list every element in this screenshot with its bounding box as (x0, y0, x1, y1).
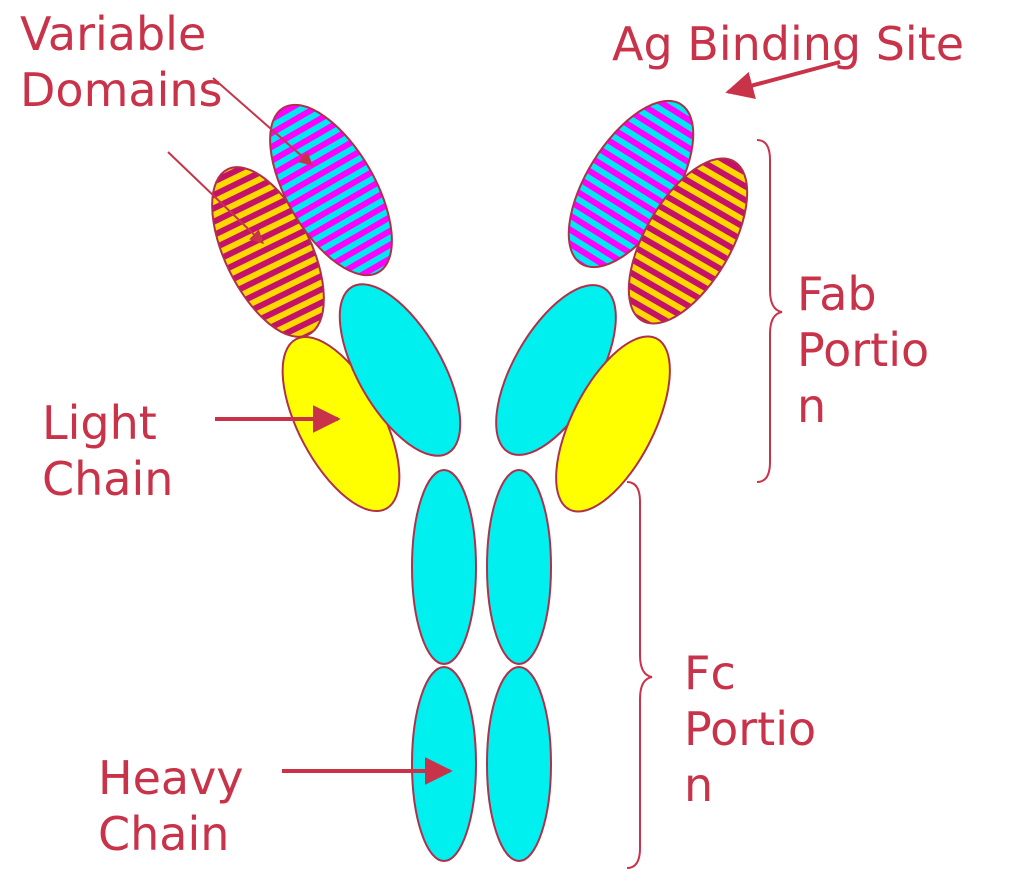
ag-binding-site-label: Ag Binding Site (612, 16, 964, 72)
fc-portion-label-line3: n (684, 757, 816, 813)
variable-domains-label: Variable Domains (20, 6, 222, 118)
light-chain-label-line1: Light (42, 395, 173, 451)
fab-portion-label-line2: Portio (797, 322, 929, 378)
heavy-chain-label-line1: Heavy (98, 750, 244, 806)
variable-domains-label-line2: Domains (20, 62, 222, 118)
variable-domains-label-line1: Variable (20, 6, 222, 62)
fc-portion-label-line1: Fc (684, 645, 816, 701)
fab-portion-label: Fab Portio n (797, 266, 929, 434)
fab-portion-label-line1: Fab (797, 266, 929, 322)
heavy-chain-ch3-right (487, 667, 551, 861)
heavy-chain-label-line2: Chain (98, 806, 244, 862)
fab-portion-label-line3: n (797, 378, 929, 434)
fc-portion-label: Fc Portio n (684, 645, 816, 813)
light-chain-label: Light Chain (42, 395, 173, 507)
light-chain-label-line2: Chain (42, 451, 173, 507)
heavy-chain-ch2-left (412, 470, 476, 664)
fc-portion-label-line2: Portio (684, 701, 816, 757)
heavy-chain-label: Heavy Chain (98, 750, 244, 862)
fc-bracket (627, 482, 652, 868)
heavy-chain-ch2-right (487, 470, 551, 664)
heavy-chain-ch3-left (412, 667, 476, 861)
fab-bracket (757, 140, 782, 482)
